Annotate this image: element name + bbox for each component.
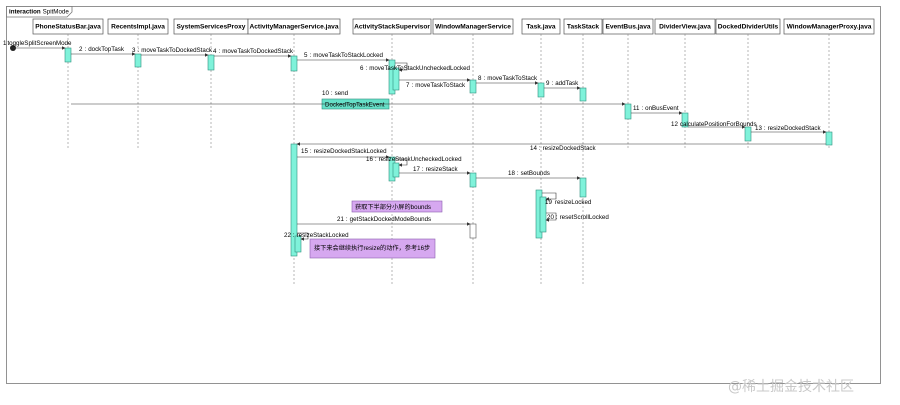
message-arrow-16 (395, 158, 408, 167)
participant-phone-status-bar[interactable]: PhoneStatusBar.java (32, 18, 104, 35)
message-label-13: 13:resizeDockedStack (755, 125, 821, 132)
participant-label: Task.java (526, 24, 556, 31)
activation-bar (134, 53, 142, 68)
participants: PhoneStatusBar.java RecentsImpl.java Sys… (32, 18, 875, 35)
message-label-9: 9:addTask (546, 80, 579, 87)
activation-bar (744, 126, 752, 142)
message-label-7: 7:moveTaskToStack (406, 82, 466, 89)
note-bounds: 获取下半部分小屏的bounds (351, 200, 443, 213)
participant-recents-impl[interactable]: RecentsImpl.java (107, 18, 169, 35)
participant-label: TaskStack (567, 24, 599, 31)
activation-bar (579, 177, 587, 198)
activation-bar (537, 82, 545, 98)
activation-bar (825, 131, 833, 146)
participant-system-services-proxy[interactable]: SystemServicesProxy (173, 18, 249, 35)
note-text: 获取下半部分小屏的bounds (355, 203, 431, 211)
message-arrow-19 (542, 192, 557, 201)
note-text: DockedTopTaskEvent (325, 102, 385, 109)
participant-label: DockedDividerUtils (718, 24, 779, 31)
participant-activity-manager-service[interactable]: ActivityManagerService.java (247, 18, 341, 35)
frame-border (6, 6, 881, 384)
participant-label: WindowManagerService (435, 24, 511, 31)
activation-bar (539, 196, 547, 233)
activation-bar (207, 54, 215, 71)
message-label-3: 3:moveTaskToDockedStack (132, 47, 213, 54)
message-label-20: 20:resetScrollLocked (547, 214, 609, 221)
message-label-17: 17:resizeStack (413, 166, 459, 173)
message-label-22: 22:resizeStackLocked (284, 232, 349, 239)
participant-label: WindowManagerProxy.java (787, 24, 872, 31)
participant-label: EventBus.java (605, 24, 650, 31)
participant-label: SystemServicesProxy (177, 24, 246, 31)
messages (13, 46, 827, 241)
lifelines (67, 34, 830, 285)
message-arrow-20 (545, 212, 557, 222)
participant-label: ActivityManagerService.java (249, 24, 338, 31)
participant-task-stack[interactable]: TaskStack (563, 18, 603, 35)
note-text: 接下来会继续执行resize的动作，参考16步 (314, 244, 430, 252)
note-box (309, 238, 436, 259)
frame-tag (6, 6, 73, 18)
message-label-21: 21:getStackDockedModeBounds (337, 216, 431, 223)
activation-bar-return (469, 223, 477, 239)
participant-divider-view[interactable]: DividerView.java (654, 18, 716, 35)
participant-label: RecentsImpl.java (111, 24, 165, 31)
activation-bar (64, 47, 72, 63)
message-label-15: 15:resizeDockedStackLocked (301, 148, 387, 155)
participant-window-manager-proxy[interactable]: WindowManagerProxy.java (783, 18, 875, 35)
message-label-18: 18:setBounds (508, 170, 550, 177)
frame-keyword: interaction (9, 9, 41, 16)
participant-task[interactable]: Task.java (521, 18, 561, 35)
participant-window-manager-service[interactable]: WindowManagerService (432, 18, 514, 35)
message-label-6: 6:moveTaskToStackUncheckedLocked (360, 65, 471, 72)
activation-bar (681, 112, 689, 128)
message-labels: 1toggleSplitScreenMode 2:dockTopTask 3:m… (3, 40, 821, 239)
activation-bar (392, 67, 400, 91)
participant-label: PhoneStatusBar.java (35, 24, 101, 31)
message-label-5: 5:moveTaskToStackLocked (304, 52, 384, 59)
message-label-14: 14:resizeDockedStack (530, 145, 596, 152)
note-resize-continue: 接下来会继续执行resize的动作，参考16步 (309, 238, 436, 259)
activation-bar (290, 143, 298, 257)
participant-activity-stack-supervisor[interactable]: ActivityStackSupervisor (352, 18, 432, 35)
participant-docked-divider-utils[interactable]: DockedDividerUtils (715, 18, 781, 35)
frame-name: SpitMode (43, 9, 70, 16)
activations (64, 47, 833, 257)
participant-label: DividerView.java (659, 24, 711, 31)
message-label-11: 11:onBusEvent (633, 105, 679, 112)
note-box (351, 200, 443, 213)
activation-bar (290, 55, 298, 72)
activation-bar (392, 162, 400, 178)
participant-event-bus[interactable]: EventBus.java (602, 18, 654, 35)
message-label-4: 4:moveTaskToDockedStack (213, 48, 294, 55)
activation-bar (469, 172, 477, 188)
message-label-8: 8:moveTaskToStack (478, 75, 538, 82)
activation-bar (624, 103, 632, 120)
message-label-1: 1toggleSplitScreenMode (3, 40, 72, 47)
participant-label: ActivityStackSupervisor (354, 24, 430, 31)
watermark: @稀土掘金技术社区 (728, 379, 854, 395)
activation-bar (579, 87, 587, 102)
message-label-2: 2:dockTopTask (79, 46, 125, 53)
activation-bar (294, 235, 302, 253)
message-label-10: 10:send (322, 90, 349, 97)
message-label-16: 16:resizeStackUncheckedLocked (366, 156, 462, 163)
activation-bar (469, 79, 477, 94)
message-arrow-22 (297, 232, 309, 241)
message-arrow-6 (395, 62, 408, 72)
